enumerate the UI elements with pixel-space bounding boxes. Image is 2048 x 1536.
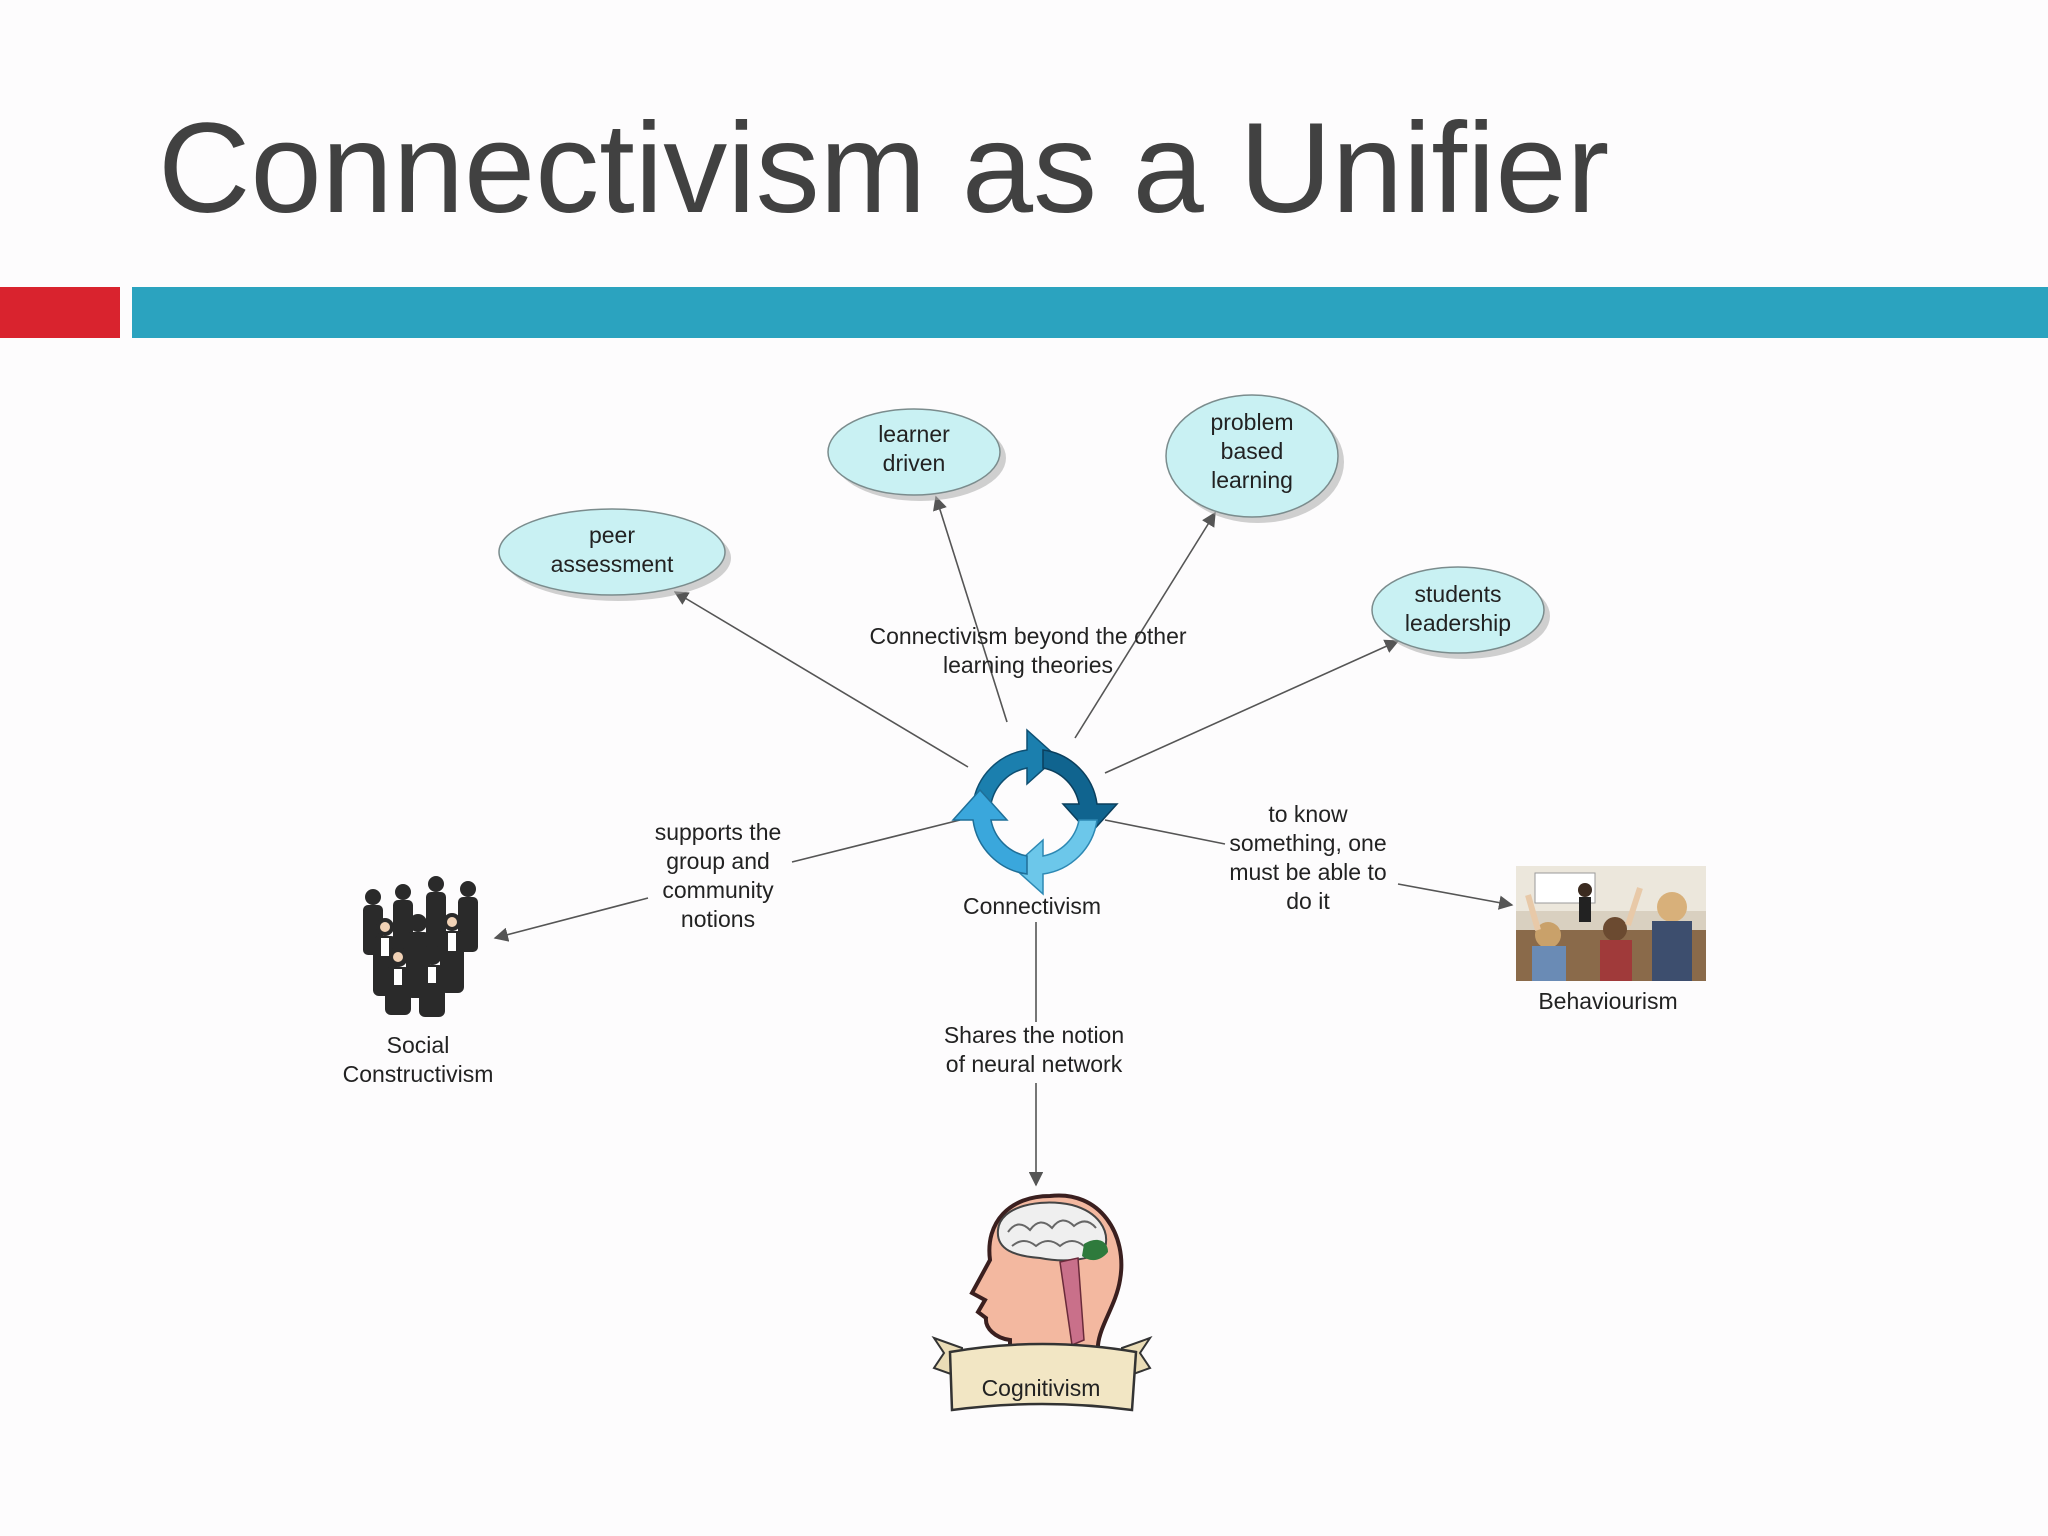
arrow-to-peer-assessment [673, 591, 969, 768]
arrow-to-social-constructivism [493, 897, 649, 942]
bubble-label: problem [1210, 409, 1293, 435]
svg-text:must be able to: must be able to [1229, 859, 1386, 885]
caption-line: Connectivism beyond the other [869, 623, 1186, 649]
line-to-behaviourism-label [1104, 819, 1226, 845]
caption-line: learning theories [943, 652, 1113, 678]
bubble-problem-based-learning: problem based learning [1165, 394, 1344, 523]
center-caption: Connectivism beyond the other learning t… [869, 623, 1186, 678]
svg-text:community: community [662, 877, 774, 903]
link-label-behaviourism: to know something, one must be able to d… [1229, 801, 1386, 914]
svg-text:something, one: something, one [1229, 830, 1386, 856]
svg-text:to know: to know [1268, 801, 1348, 827]
arrow-to-behaviourism [1397, 883, 1514, 910]
svg-text:of neural network: of neural network [946, 1051, 1123, 1077]
bubble-label: assessment [551, 551, 674, 577]
bubble-label: driven [883, 450, 946, 476]
link-label-cognitivism: Shares the notion of neural network [944, 1022, 1124, 1077]
bubble-label: leadership [1405, 610, 1511, 636]
cognitivism-banner: Cognitivism [931, 1336, 1153, 1412]
svg-text:supports the: supports the [655, 819, 782, 845]
connector-lines [493, 495, 1514, 1187]
bubble-label: based [1221, 438, 1284, 464]
bubble-peer-assessment: peer assessment [498, 508, 731, 601]
node-label: Social [387, 1032, 450, 1058]
bubble-students-leadership: students leadership [1371, 566, 1550, 659]
arrow-to-learner-driven [933, 495, 1008, 723]
arrow-to-students-leadership [1104, 639, 1400, 774]
link-label-social: supports the group and community notions [655, 819, 782, 932]
bubble-label: learning [1211, 467, 1293, 493]
svg-text:notions: notions [681, 906, 755, 932]
node-social-constructivism: Social Constructivism [343, 1032, 494, 1087]
node-label: Constructivism [343, 1061, 494, 1087]
svg-text:group and: group and [666, 848, 770, 874]
bubble-label: peer [589, 522, 635, 548]
svg-text:Shares the notion: Shares the notion [944, 1022, 1124, 1048]
bubble-learner-driven: learner driven [827, 408, 1006, 501]
classroom-photo [1516, 866, 1706, 981]
brain-head-icon [969, 1193, 1124, 1370]
node-cognitivism-label: Cognitivism [982, 1375, 1101, 1401]
center-label: Connectivism [963, 893, 1101, 919]
bubble-label: students [1415, 581, 1502, 607]
cycle-arrows-icon [951, 728, 1119, 896]
svg-text:do it: do it [1286, 888, 1330, 914]
accent-bar-blue [132, 287, 2048, 338]
arrow-to-problem-based [1074, 511, 1216, 739]
bubble-label: learner [878, 421, 950, 447]
people-group-icon [363, 876, 478, 1017]
accent-bar-red [0, 287, 120, 338]
node-behaviourism-label: Behaviourism [1538, 988, 1677, 1014]
line-to-social-label [791, 819, 961, 863]
slide-title: Connectivism as a Unifier [158, 97, 1610, 240]
